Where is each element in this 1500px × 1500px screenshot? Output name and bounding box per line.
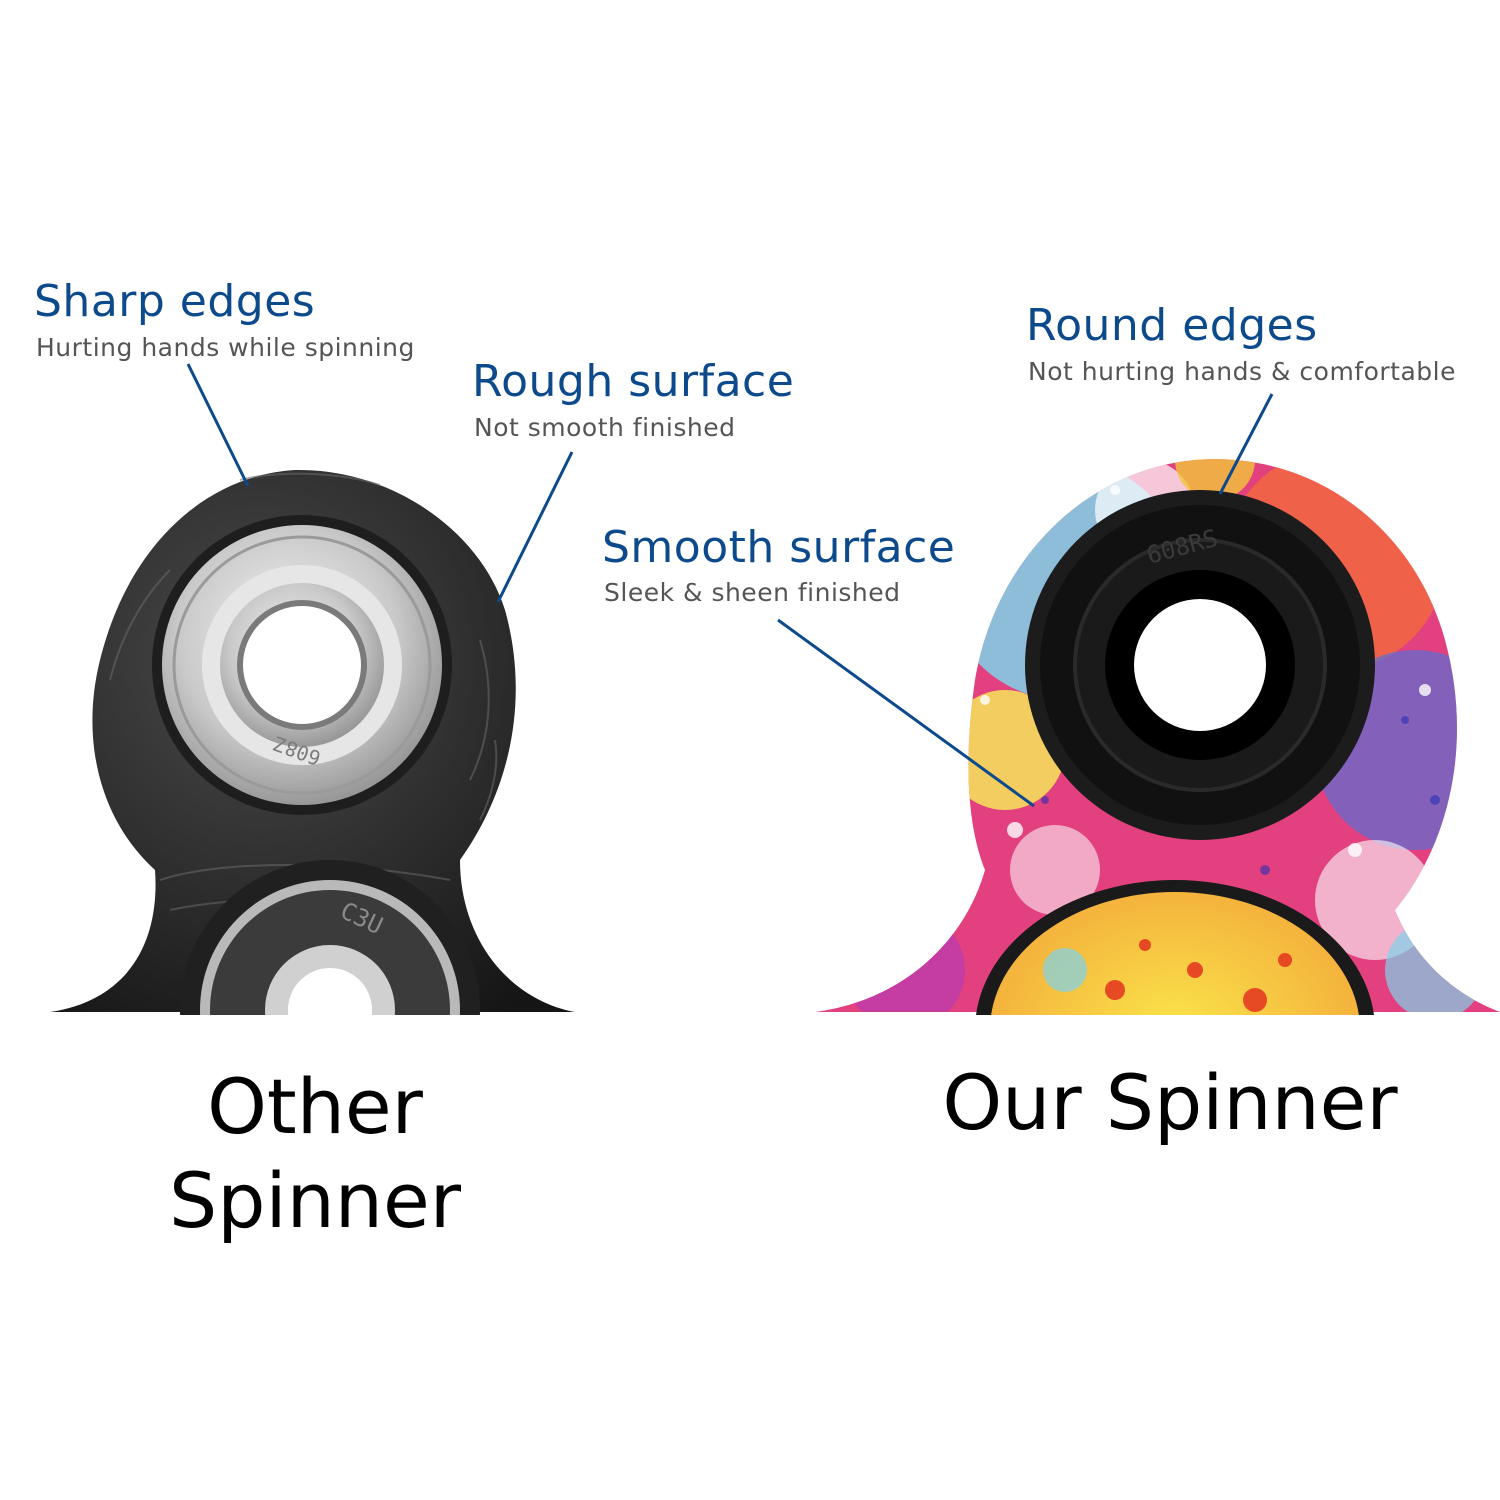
other-spinner-caption-line1: Other: [207, 1062, 423, 1151]
smooth-surface-subtitle: Sleek & sheen finished: [604, 578, 901, 607]
round-edges-subtitle: Not hurting hands & comfortable: [1028, 357, 1456, 386]
our-spinner-caption: Our Spinner: [942, 1058, 1398, 1147]
other-top-bearing: 608Z: [152, 515, 452, 815]
our-center-cap: [976, 880, 1374, 1015]
rough-surface-title: Rough surface: [472, 356, 795, 407]
smooth-surface-title: Smooth surface: [602, 522, 956, 573]
round-edges-leader: [1218, 393, 1274, 495]
round-edges-title: Round edges: [1026, 300, 1318, 351]
smooth-surface-leader: [777, 618, 1035, 808]
our-spinner-photo: 608RS: [815, 459, 1500, 1015]
sharp-edges-subtitle: Hurting hands while spinning: [36, 333, 415, 362]
rough-surface-subtitle: Not smooth finished: [474, 413, 736, 442]
sharp-edges-leader: [186, 363, 250, 487]
sharp-edges-title: Sharp edges: [34, 276, 316, 327]
other-spinner-caption: Other Spinner: [70, 1060, 560, 1248]
rough-surface-leader: [496, 451, 574, 603]
other-spinner-photo: 608Z C3U: [50, 469, 575, 1015]
other-spinner-caption-line2: Spinner: [169, 1156, 461, 1245]
other-bottom-bearing: C3U: [180, 860, 480, 1015]
our-bearing: 608RS: [1025, 490, 1375, 840]
